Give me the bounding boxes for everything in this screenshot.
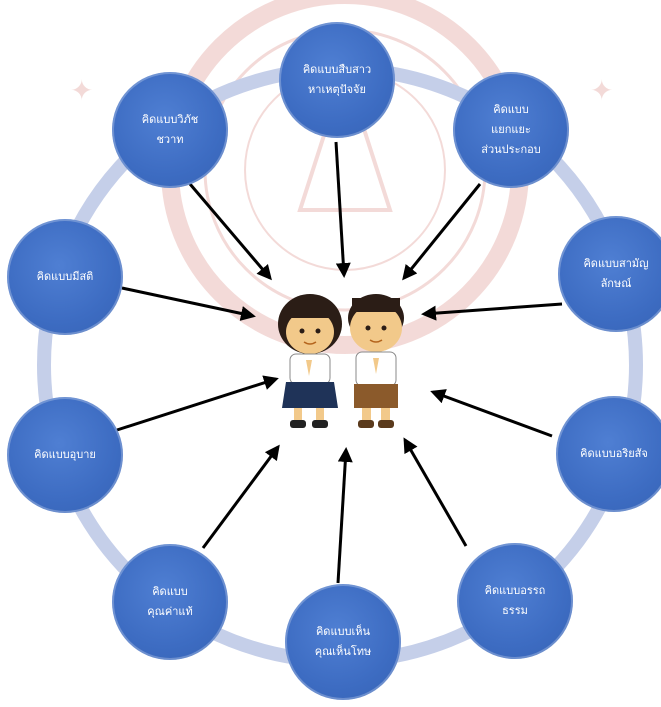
- node-n2-label: คิดแบบ แยกแยะ ส่วนประกอบ: [481, 103, 541, 156]
- node-n9: คิดแบบมีสติ: [7, 219, 123, 335]
- arrow-n9: [121, 286, 256, 321]
- node-n1: คิดแบบสืบสาว หาเหตุปัจจัย: [279, 22, 395, 138]
- node-n10-label: คิดแบบวิภัช ชวาท: [141, 113, 199, 146]
- arrow-n4: [430, 389, 553, 438]
- node-n7-label: คิดแบบ คุณค่าแท้: [147, 585, 193, 618]
- node-n9-label: คิดแบบมีสติ: [36, 270, 94, 283]
- arrow-n5: [403, 437, 468, 547]
- node-n8: คิดแบบอุบาย: [7, 397, 123, 513]
- node-n8-label: คิดแบบอุบาย: [34, 448, 96, 461]
- svg-text:✦: ✦: [590, 74, 613, 107]
- arrow-n1: [334, 141, 351, 278]
- node-n7: คิดแบบ คุณค่าแท้: [112, 544, 228, 660]
- node-n3-label: คิดแบบสามัญ ลักษณ์: [583, 257, 649, 290]
- girl-student-figure: [278, 294, 342, 428]
- svg-text:✦: ✦: [70, 74, 93, 107]
- arrow-n7: [201, 444, 280, 549]
- node-n5: คิดแบบอรรถ ธรรม: [457, 543, 573, 659]
- node-n4-label: คิดแบบอริยสัจ: [580, 447, 648, 460]
- node-n3: คิดแบบสามัญ ลักษณ์: [558, 216, 661, 332]
- arrow-n10: [188, 183, 272, 281]
- node-n6: คิดแบบเห็น คุณเห็นโทษ: [285, 584, 401, 700]
- students-illustration: [278, 294, 404, 428]
- arrow-n3: [421, 302, 563, 321]
- arrow-n2: [402, 183, 482, 281]
- node-n6-label: คิดแบบเห็น คุณเห็นโทษ: [314, 625, 372, 658]
- node-n2: คิดแบบ แยกแยะ ส่วนประกอบ: [453, 72, 569, 188]
- node-n5-label: คิดแบบอรรถ ธรรม: [484, 584, 546, 617]
- node-n10: คิดแบบวิภัช ชวาท: [112, 72, 228, 188]
- boy-student-figure: [348, 294, 404, 428]
- arrow-n8: [116, 375, 279, 432]
- node-n4: คิดแบบอริยสัจ: [556, 396, 661, 512]
- arrow-n6: [336, 447, 353, 584]
- node-n1-label: คิดแบบสืบสาว หาเหตุปัจจัย: [302, 63, 372, 96]
